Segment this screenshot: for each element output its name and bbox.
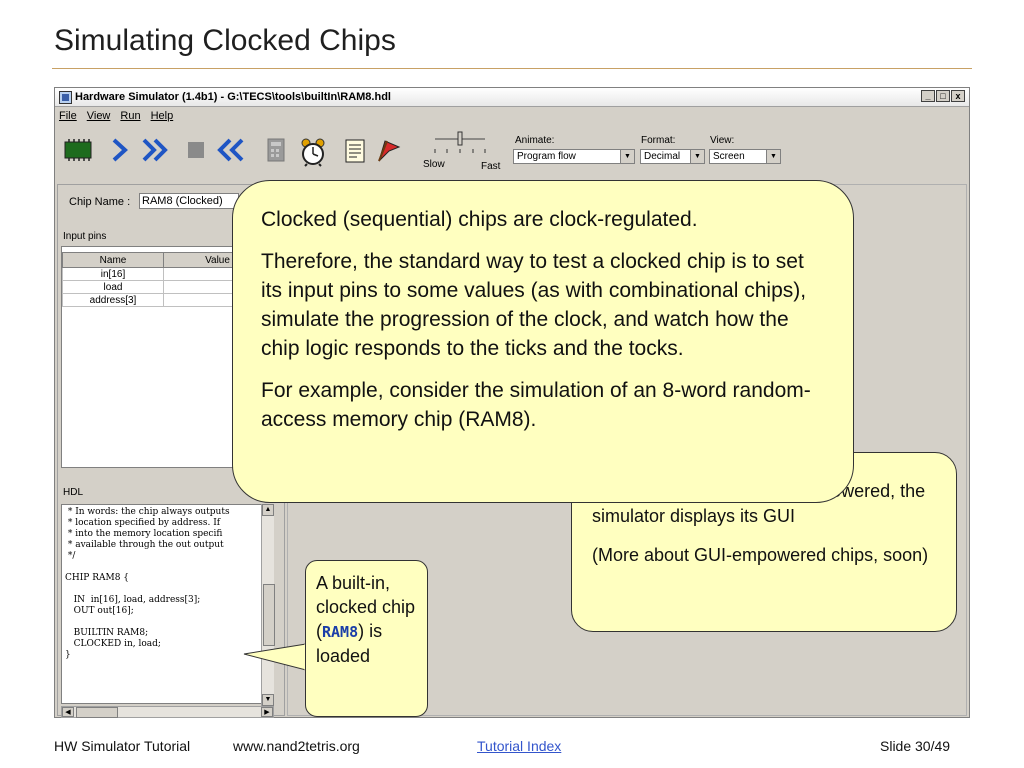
hdl-code-view[interactable]: * In words: the chip always outputs * lo… <box>61 504 273 704</box>
chevron-down-icon: ▼ <box>620 150 634 163</box>
format-value: Decimal <box>644 151 681 162</box>
run-icon[interactable] <box>141 137 171 163</box>
builtin-callout: A built-in, clocked chip (RAM8) is loade… <box>305 560 428 717</box>
breakpoint-icon[interactable] <box>375 137 403 165</box>
format-select[interactable]: Decimal ▼ <box>640 149 705 164</box>
animate-label: Animate: <box>515 135 555 146</box>
hdl-code-line: IN in[16], load, address[3]; <box>65 595 201 605</box>
main-callout-text-1: Clocked (sequential) chips are clock-reg… <box>261 208 698 231</box>
menu-file[interactable]: File <box>59 110 77 122</box>
hdl-code-line <box>65 617 272 628</box>
chevron-down-icon: ▼ <box>766 150 780 163</box>
animate-value: Program flow <box>517 151 576 162</box>
gui-callout-text-2: (More about GUI-empowered chips, soon) <box>592 545 929 565</box>
format-label: Format: <box>641 135 676 146</box>
callout-pointer <box>243 643 308 671</box>
hdl-code-line: * location specified by address. If <box>65 518 221 528</box>
scroll-up-icon[interactable]: ▲ <box>262 504 274 516</box>
scroll-thumb[interactable] <box>263 584 275 646</box>
menu-view[interactable]: View <box>86 110 111 122</box>
view-select[interactable]: Screen ▼ <box>709 149 781 164</box>
close-button[interactable]: x <box>951 90 965 102</box>
speed-fast-label: Fast <box>481 161 501 172</box>
clock-icon[interactable] <box>299 137 327 167</box>
hdl-code-line: * In words: the chip always outputs <box>65 507 230 517</box>
pin-name: in[16] <box>62 267 164 281</box>
menu-run[interactable]: Run <box>120 110 141 122</box>
menubar: File View Run Help <box>55 107 969 125</box>
maximize-button[interactable]: □ <box>936 90 950 102</box>
hdl-code-line: OUT out[16]; <box>65 606 134 616</box>
view-label: View: <box>710 135 735 146</box>
title-rule <box>52 68 972 69</box>
hdl-code-line: BUILTIN RAM8; <box>65 628 149 638</box>
hdl-code-line: */ <box>65 551 76 561</box>
builtin-callout-pre: A built-in, clocked chip ( <box>316 573 416 641</box>
chip-name-field[interactable]: RAM8 (Clocked) <box>139 193 239 209</box>
footer-left: HW Simulator Tutorial <box>54 738 191 754</box>
builtin-callout-post: ) is loaded <box>316 621 383 666</box>
window-titlebar[interactable]: Hardware Simulator (1.4b1) - G:\TECS\too… <box>55 88 969 107</box>
main-callout-text-3: For example, consider the simulation of … <box>261 379 811 431</box>
eval-icon[interactable] <box>265 137 287 165</box>
speed-slider[interactable] <box>425 131 495 157</box>
input-pins-label: Input pins <box>63 231 107 242</box>
slide-title: Simulating Clocked Chips <box>54 24 396 57</box>
hdl-code-line <box>65 562 272 573</box>
main-callout: Clocked (sequential) chips are clock-reg… <box>232 180 854 503</box>
menu-help[interactable]: Help <box>150 110 174 122</box>
chip-name-label: Chip Name : <box>69 196 131 208</box>
pins-header-name: Name <box>62 252 164 268</box>
single-step-icon[interactable] <box>110 137 130 163</box>
window-title: Hardware Simulator (1.4b1) - G:\TECS\too… <box>75 91 391 103</box>
hdl-code-line: * available through the out output <box>65 540 224 550</box>
pin-name: address[3] <box>62 293 164 307</box>
hdl-horizontal-scrollbar[interactable]: ◀ ▶ <box>61 706 274 718</box>
script-icon[interactable] <box>343 137 367 165</box>
chevron-down-icon: ▼ <box>690 150 704 163</box>
scroll-down-icon[interactable]: ▼ <box>262 694 274 706</box>
hscroll-thumb[interactable] <box>76 707 118 718</box>
hdl-code-line: CHIP RAM8 { <box>65 573 130 583</box>
load-chip-icon[interactable] <box>63 137 93 163</box>
minimize-button[interactable]: _ <box>921 90 935 102</box>
hdl-code-line <box>65 584 272 595</box>
tutorial-index-link[interactable]: Tutorial Index <box>477 738 562 754</box>
hdl-code-line: * into the memory location specifi <box>65 529 223 539</box>
hdl-code-line: CLOCKED in, load; <box>65 639 161 649</box>
builtin-callout-code: RAM8 <box>322 623 359 641</box>
app-icon <box>59 90 72 104</box>
speed-slow-label: Slow <box>423 159 445 170</box>
reset-icon[interactable] <box>215 137 247 163</box>
footer-url: www.nand2tetris.org <box>233 738 360 754</box>
hdl-code-line: } <box>65 650 71 660</box>
scroll-right-icon[interactable]: ▶ <box>261 707 273 717</box>
pin-name: load <box>62 280 164 294</box>
stop-icon[interactable] <box>185 137 207 163</box>
scroll-left-icon[interactable]: ◀ <box>62 707 74 717</box>
hdl-label: HDL <box>63 487 84 498</box>
slide-number: Slide 30/49 <box>880 738 951 754</box>
view-value: Screen <box>713 151 745 162</box>
main-callout-text-2: Therefore, the standard way to test a cl… <box>261 250 807 360</box>
animate-select[interactable]: Program flow ▼ <box>513 149 635 164</box>
toolbar: Slow Fast Animate: Program flow ▼ Format… <box>55 125 969 185</box>
